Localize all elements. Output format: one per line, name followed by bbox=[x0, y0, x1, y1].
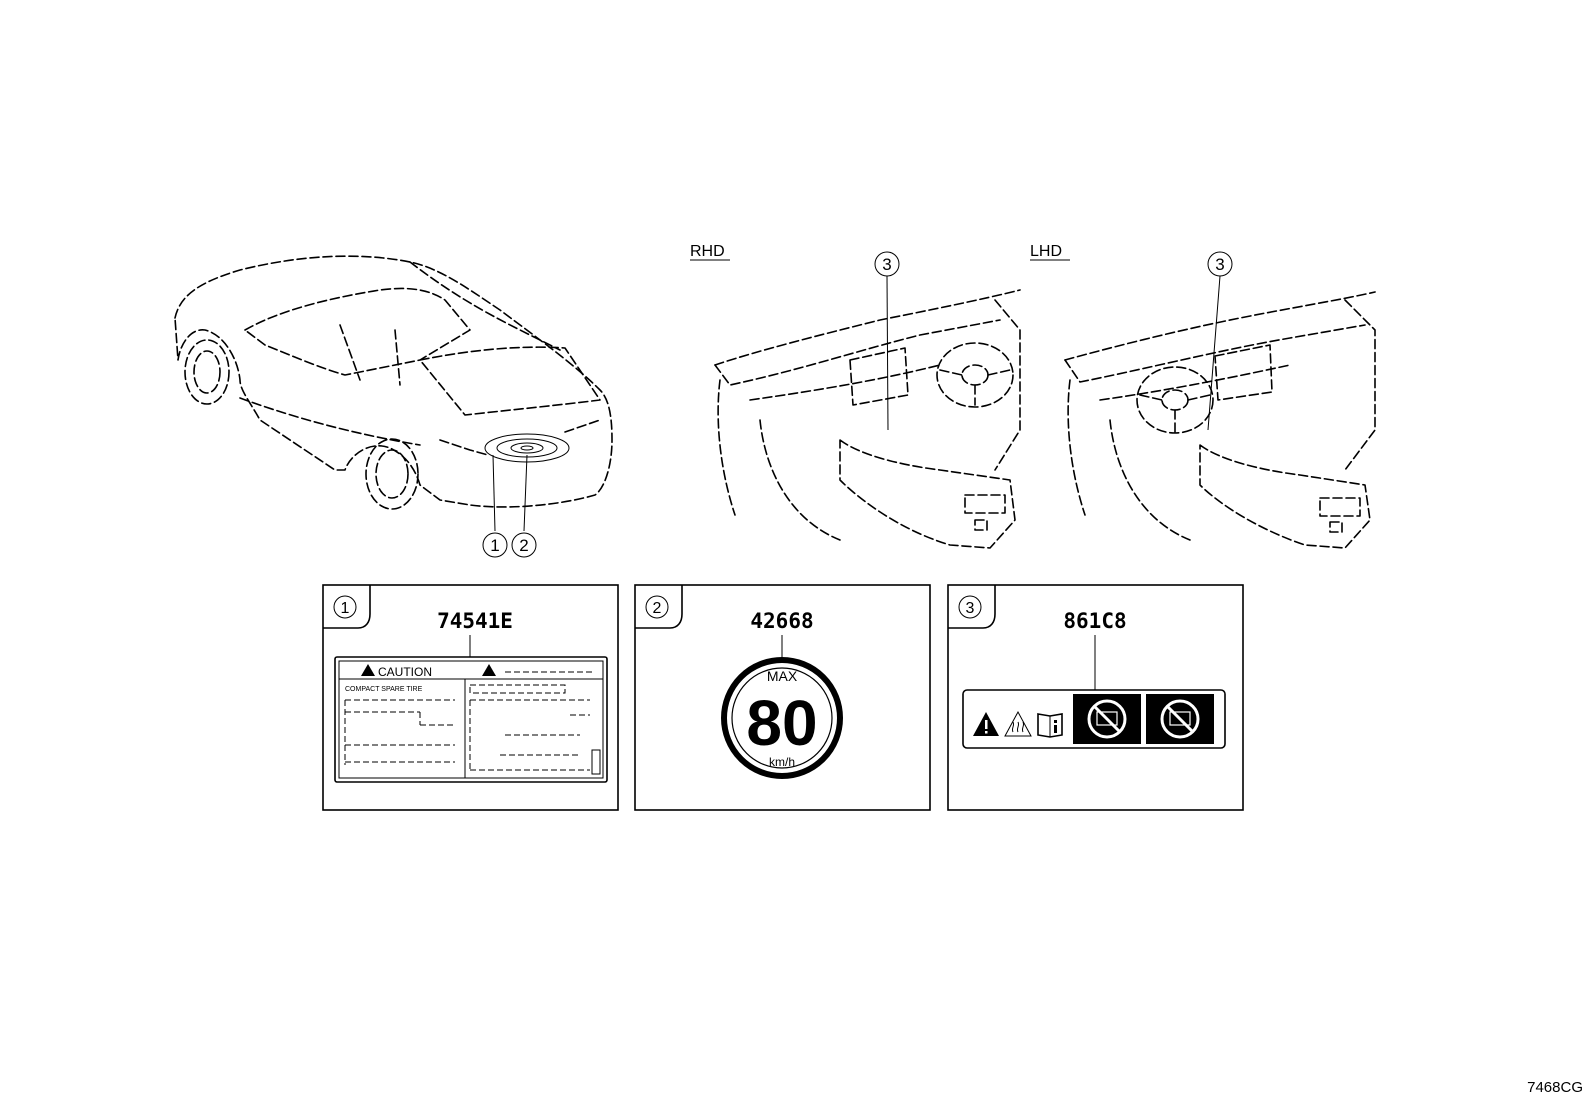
diagram-code: 7468CG bbox=[1527, 1079, 1583, 1096]
label-box-2: 2 42668 MAX 80 km/h bbox=[634, 584, 931, 811]
rhd-label: RHD bbox=[690, 243, 725, 260]
svg-text:3: 3 bbox=[1215, 255, 1224, 274]
svg-text:2: 2 bbox=[519, 536, 528, 555]
rhd-view: RHD 3 bbox=[690, 243, 1021, 549]
callout-1: 1 bbox=[482, 532, 508, 558]
speed-value: 80 bbox=[746, 687, 817, 759]
compact-spare-tire-text: COMPACT SPARE TIRE bbox=[345, 686, 423, 693]
caution-heading: CAUTION bbox=[378, 665, 432, 679]
hot-surface-icon bbox=[1004, 710, 1032, 737]
part-number-861c8: 861C8 bbox=[1063, 609, 1126, 633]
lhd-view: LHD 3 bbox=[1030, 243, 1376, 549]
label-index-2: 2 bbox=[653, 600, 662, 617]
callout-2: 2 bbox=[511, 532, 537, 558]
callout-3-lhd: 3 bbox=[1207, 251, 1233, 277]
speed-limit-sign bbox=[721, 657, 843, 779]
speed-unit: km/h bbox=[769, 755, 795, 769]
part-number-74541e: 74541E bbox=[437, 609, 513, 633]
svg-text:1: 1 bbox=[490, 536, 499, 555]
part-number-42668: 42668 bbox=[750, 609, 813, 633]
label-index-1: 1 bbox=[341, 600, 350, 617]
lhd-label: LHD bbox=[1030, 243, 1062, 260]
car-illustration bbox=[174, 255, 613, 532]
warning-triangle-icon bbox=[482, 664, 496, 676]
warning-triangle-icon bbox=[361, 664, 375, 676]
label-box-3: 3 861C8 bbox=[947, 584, 1244, 811]
callout-3-rhd: 3 bbox=[874, 251, 900, 277]
label-index-3: 3 bbox=[966, 600, 975, 617]
svg-text:3: 3 bbox=[882, 255, 891, 274]
manual-info-icon bbox=[1037, 713, 1063, 738]
max-text: MAX bbox=[767, 668, 798, 684]
label-box-1: 1 74541E CAUTION COMPACT SPARE TIRE bbox=[322, 584, 619, 811]
